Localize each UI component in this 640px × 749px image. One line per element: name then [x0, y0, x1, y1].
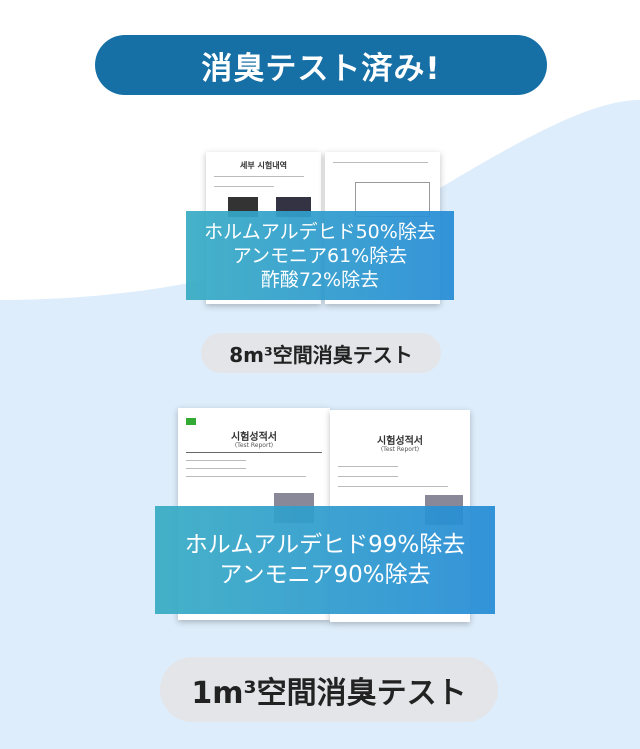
- result-ammonia: アンモニア61%除去: [232, 244, 408, 267]
- doc-subtitle: (Test Report): [380, 446, 420, 453]
- test1-results-band: ホルムアルデヒド50%除去 アンモニア61%除去 酢酸72%除去: [186, 211, 454, 300]
- doc-subtitle: (Test Report): [234, 442, 274, 449]
- doc-title: 시험성적서: [377, 436, 423, 447]
- result-formaldehyde: ホルムアルデヒド99%除去: [184, 532, 466, 558]
- header-title: 消臭テスト済み!: [95, 35, 547, 95]
- result-formaldehyde: ホルムアルデヒド50%除去: [204, 220, 436, 243]
- test2-results-band: ホルムアルデヒド99%除去 アンモニア90%除去: [155, 506, 495, 614]
- test1-label: 8m³空間消臭テスト: [201, 333, 441, 373]
- result-acetic-acid: 酢酸72%除去: [260, 268, 380, 291]
- result-ammonia: アンモニア90%除去: [219, 562, 431, 588]
- doc-title: 시험성적서: [231, 432, 277, 443]
- test2-label: 1m³空間消臭テスト: [160, 657, 498, 722]
